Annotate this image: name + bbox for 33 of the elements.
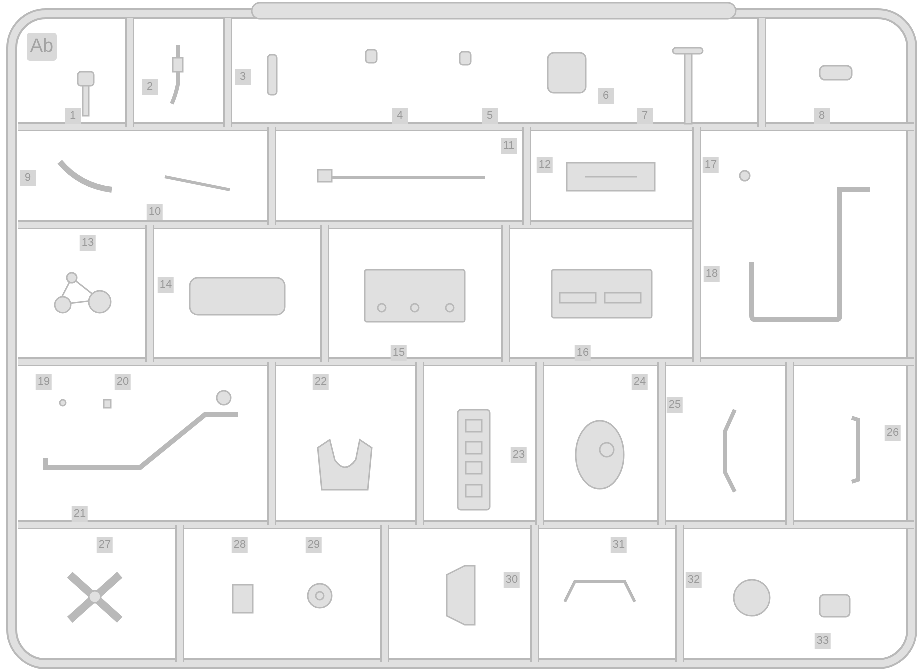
part-number: 22 (312, 374, 330, 390)
part-number: 24 (632, 374, 648, 390)
part-number: 31 (610, 537, 628, 553)
part-number: 27 (96, 537, 114, 553)
part-number: 2 (142, 79, 158, 95)
part-number: 8 (814, 108, 830, 124)
part-number: 17 (702, 157, 720, 173)
part-number: 16 (574, 345, 592, 361)
part-number: 1 (65, 108, 81, 124)
part-number: 7 (637, 108, 653, 124)
part-number: 5 (482, 108, 498, 124)
part-number: 3 (235, 69, 251, 85)
part-number: 21 (72, 506, 88, 522)
part-number: 33 (814, 633, 832, 649)
part-number: 14 (158, 277, 174, 293)
part-number: 13 (80, 235, 96, 251)
part-number: 6 (598, 88, 614, 104)
part-number: 32 (686, 572, 702, 588)
part-number: 26 (884, 425, 902, 441)
part-number: 28 (232, 537, 248, 553)
part-number: 19 (36, 374, 52, 390)
part-number: 23 (510, 447, 528, 463)
part-number: 30 (504, 572, 520, 588)
part-number: 29 (306, 537, 322, 553)
part-number: 4 (392, 108, 408, 124)
part-number: 11 (501, 138, 517, 154)
part-number: 10 (146, 204, 164, 220)
part-number: 15 (390, 345, 408, 361)
part-number: 9 (20, 170, 36, 186)
part-number: 18 (704, 266, 720, 282)
part-number: 20 (114, 374, 132, 390)
part-number: 25 (666, 397, 684, 413)
part-number: 12 (536, 157, 554, 173)
